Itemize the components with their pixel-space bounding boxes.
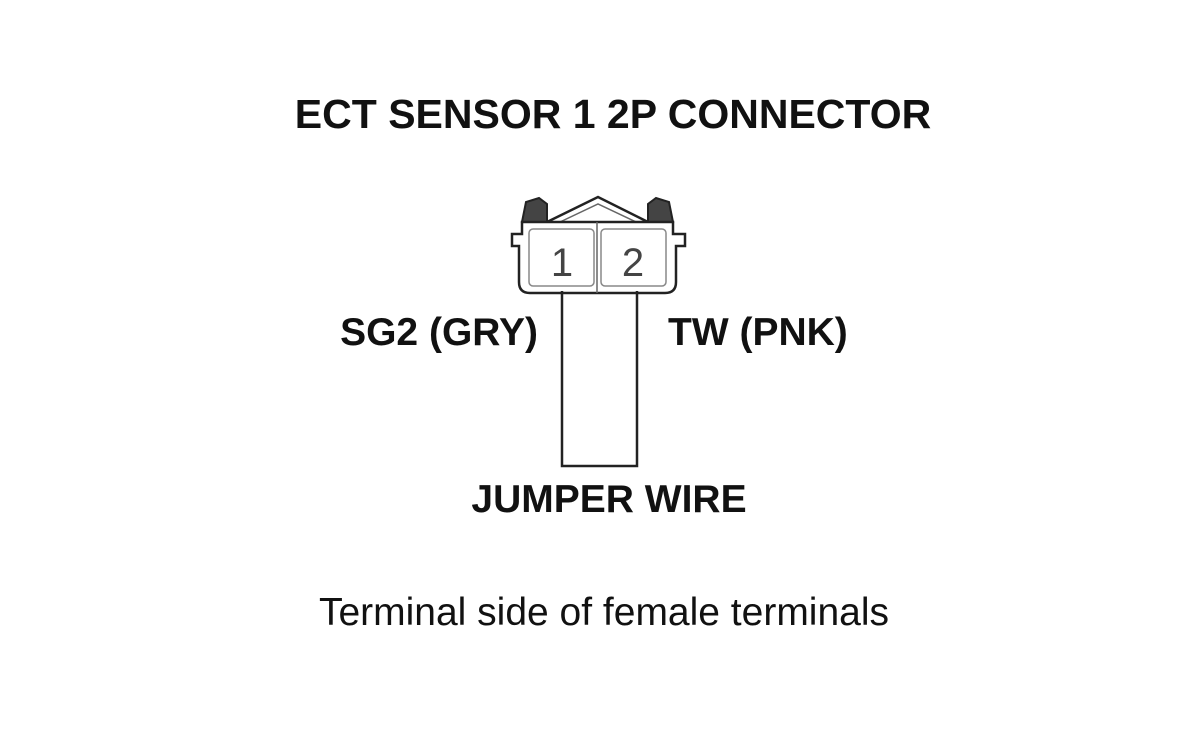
connector-left-lock-tab xyxy=(520,196,548,223)
connector-top-ridge xyxy=(546,195,649,224)
terminal-number-2: 2 xyxy=(622,241,644,285)
terminal-cavity-2 xyxy=(600,228,667,287)
wire-label-sg2: SG2 (GRY) xyxy=(340,311,538,354)
terminal-cavity-1 xyxy=(528,228,595,287)
connector-top-ridge-inner xyxy=(559,203,637,223)
terminal-side-caption: Terminal side of female terminals xyxy=(318,591,890,634)
terminal-number-1: 1 xyxy=(551,241,573,285)
diagram-title: ECT SENSOR 1 2P CONNECTOR xyxy=(294,91,932,137)
wire-label-tw: TW (PNK) xyxy=(668,311,848,354)
jumper-wire xyxy=(560,291,639,468)
jumper-wire-label: JUMPER WIRE xyxy=(471,478,747,521)
connector-body xyxy=(510,220,687,295)
connector-right-lock-tab xyxy=(647,196,675,223)
